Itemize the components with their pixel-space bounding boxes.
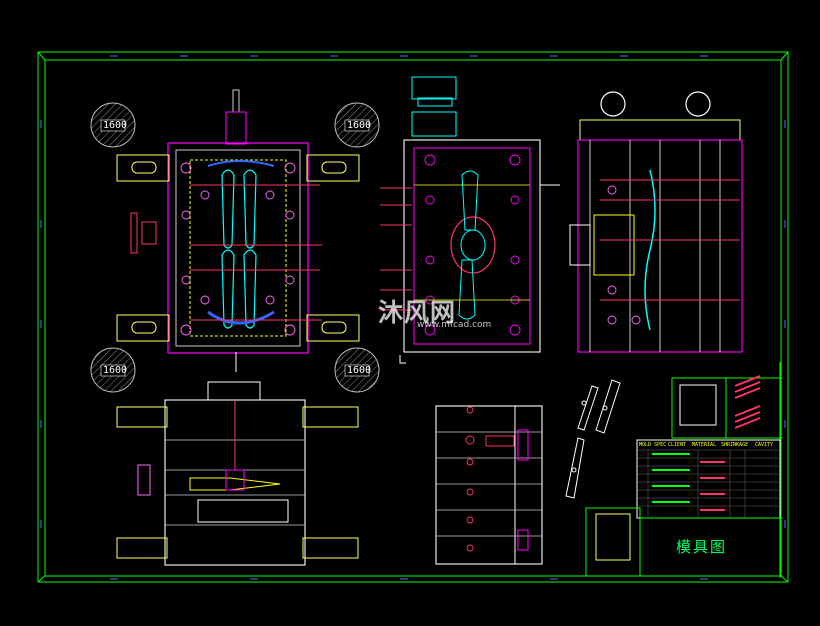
watermark-url: www.mfcad.com: [417, 320, 492, 330]
table-header-material: MATERIAL: [692, 442, 717, 448]
plan-view: [90, 89, 380, 393]
part-sketches: [565, 379, 621, 499]
side-section-view: [569, 91, 743, 353]
table-header-mold-spec: MOLD SPEC: [639, 442, 667, 448]
plate-detail-view: [435, 405, 543, 565]
b-side-view: [380, 76, 560, 364]
front-section-view: [116, 381, 359, 566]
border-ticks: [40, 55, 786, 580]
table-header-shrinkage: SHRINKAGE: [721, 442, 749, 448]
table-header-client: CLIENT: [668, 442, 687, 448]
table-header-cavity: CAVITY: [755, 442, 774, 448]
ring-label: 1600: [103, 365, 128, 376]
watermark-text: 沐风网: [378, 298, 457, 327]
ring-label: 1600: [347, 120, 372, 131]
drawing-title: 模具图: [676, 538, 728, 556]
title-block: [585, 439, 781, 577]
ring-label: 1600: [347, 365, 372, 376]
ring-label: 1600: [103, 120, 128, 131]
drawing-border: [37, 51, 789, 583]
